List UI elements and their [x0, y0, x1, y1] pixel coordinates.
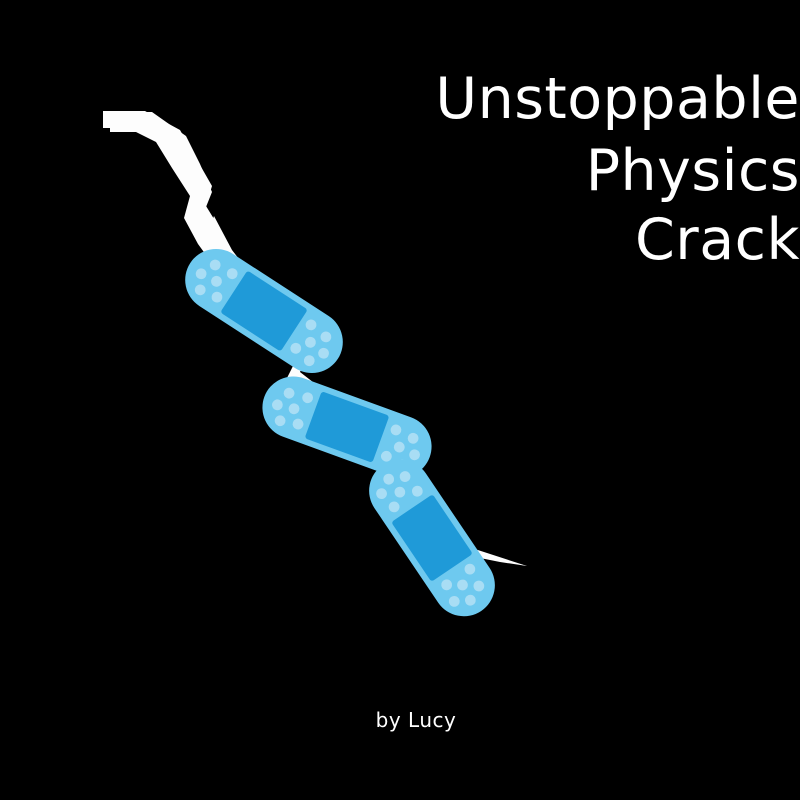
crack-notch-upper [110, 112, 212, 212]
crack-shape [103, 111, 527, 566]
author-byline: by Lucy [375, 708, 457, 732]
